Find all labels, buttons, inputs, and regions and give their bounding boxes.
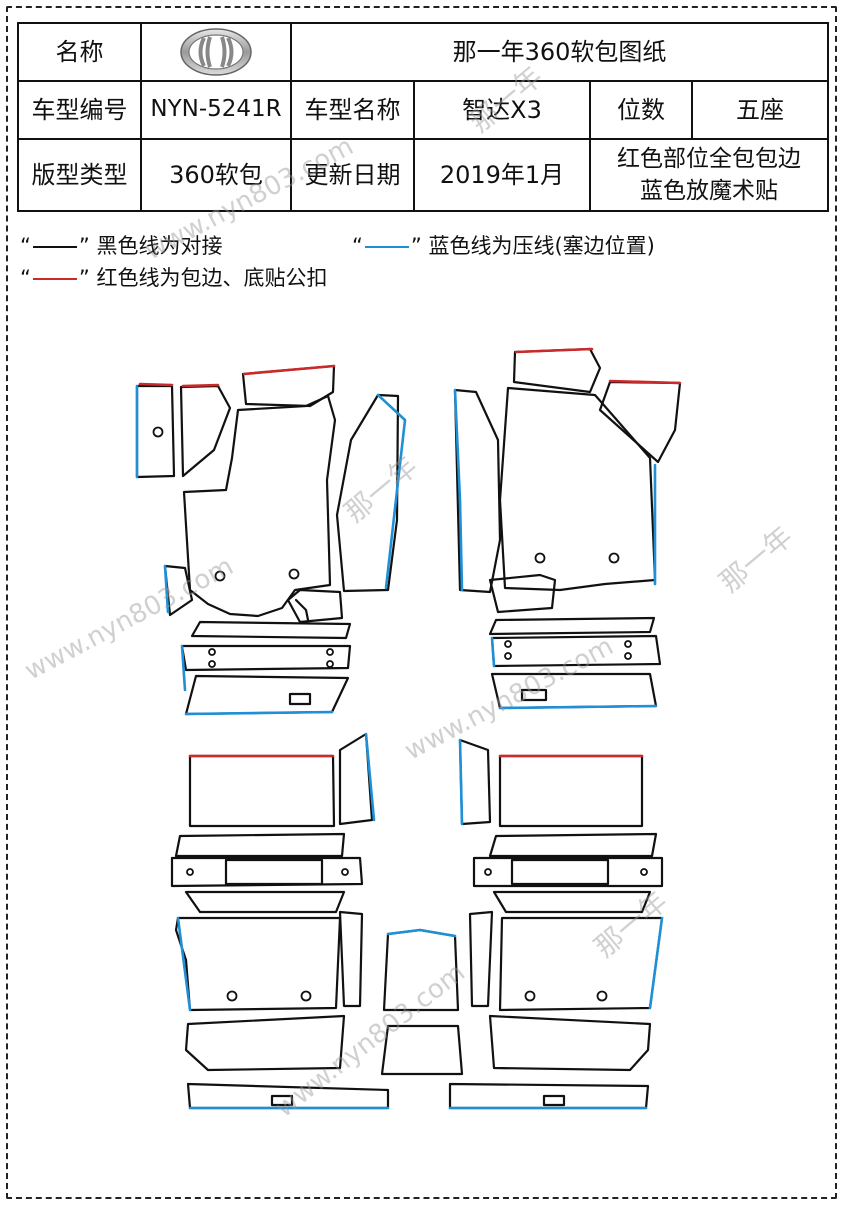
rr-cushion-top <box>498 754 644 828</box>
model-code: NYN-5241R <box>140 80 292 140</box>
center-group <box>380 928 464 1076</box>
rr-bar-2 <box>472 856 664 888</box>
model-code-label: 车型编号 <box>17 80 142 140</box>
legend-red-text: 红色线为包边、底贴公扣 <box>96 266 328 290</box>
legend-black-text: 黑色线为对接 <box>96 234 223 258</box>
rl-bar-1 <box>174 832 346 858</box>
fl-pedal-block <box>286 588 344 624</box>
blue-line-swatch <box>364 246 409 248</box>
rl-main-mat <box>174 916 342 1012</box>
black-line-swatch <box>32 246 77 248</box>
rear-right-group <box>448 738 664 1110</box>
color-note-line2: 蓝色放魔术贴 <box>640 178 778 204</box>
pattern-value: 360软包 <box>140 138 292 212</box>
fr-side-piece <box>598 380 682 464</box>
legend-blue-text: 蓝色线为压线(塞边位置) <box>428 234 655 258</box>
rl-side-panel <box>338 732 374 826</box>
updated-label: 更新日期 <box>290 138 415 212</box>
fr-main-mat <box>498 386 657 592</box>
legend-blue: “” 蓝色线为压线(塞边位置) <box>352 234 655 258</box>
legend-red: “” 红色线为包边、底贴公扣 <box>20 266 328 290</box>
fr-top-piece <box>512 347 602 394</box>
rr-lower-mat <box>488 1014 652 1072</box>
rr-bar-3 <box>492 890 652 914</box>
logo-cell <box>140 22 292 82</box>
red-line-swatch <box>32 278 77 280</box>
model-name: 智达X3 <box>413 80 591 140</box>
updated-value: 2019年1月 <box>413 138 591 212</box>
color-note-line1: 红色部位全包包边 <box>617 146 801 172</box>
rl-side-slip <box>338 910 364 1008</box>
center-lower <box>380 1024 464 1076</box>
fr-sill-2 <box>490 634 662 668</box>
front-right-group <box>453 347 682 710</box>
rr-main-mat <box>498 916 664 1012</box>
page-title: 那一年360软包图纸 <box>290 22 829 82</box>
rl-bar-3 <box>184 890 346 914</box>
legend-black: “” 黑色线为对接 <box>20 234 223 258</box>
fr-sill-1 <box>488 616 656 636</box>
fl-main-mat <box>182 394 337 618</box>
fl-sill-1 <box>190 620 352 640</box>
fr-door-strip <box>453 388 502 594</box>
fr-hump <box>488 573 557 614</box>
page-border <box>6 6 837 1199</box>
center-tunnel <box>382 928 460 1012</box>
rr-side-panel <box>458 738 492 826</box>
fr-bottom-strip <box>490 672 658 710</box>
rl-bar-2 <box>170 856 364 888</box>
rl-lower-mat <box>184 1014 346 1072</box>
fl-sill-2 <box>180 644 352 672</box>
spec-table: 名称 那一年360软包图纸 车型编号 NYN-5241R 车型名称 智达X3 位… <box>17 22 829 212</box>
seats-label: 位数 <box>589 80 693 140</box>
fl-door-strip <box>335 393 400 593</box>
pattern-label: 版型类型 <box>17 138 142 212</box>
rr-side-slip <box>468 910 494 1008</box>
fl-bottom-strip <box>184 674 350 716</box>
seats-value: 五座 <box>691 80 829 140</box>
rl-cushion-top <box>188 754 336 828</box>
rear-left-group <box>170 732 390 1110</box>
fl-side-panel <box>179 384 232 478</box>
name-label: 名称 <box>17 22 142 82</box>
rr-bar-1 <box>488 832 658 858</box>
model-name-label: 车型名称 <box>290 80 415 140</box>
front-left-group <box>135 364 407 716</box>
color-note: 红色部位全包包边 蓝色放魔术贴 <box>589 138 829 212</box>
car-brand-logo-icon <box>180 28 252 76</box>
